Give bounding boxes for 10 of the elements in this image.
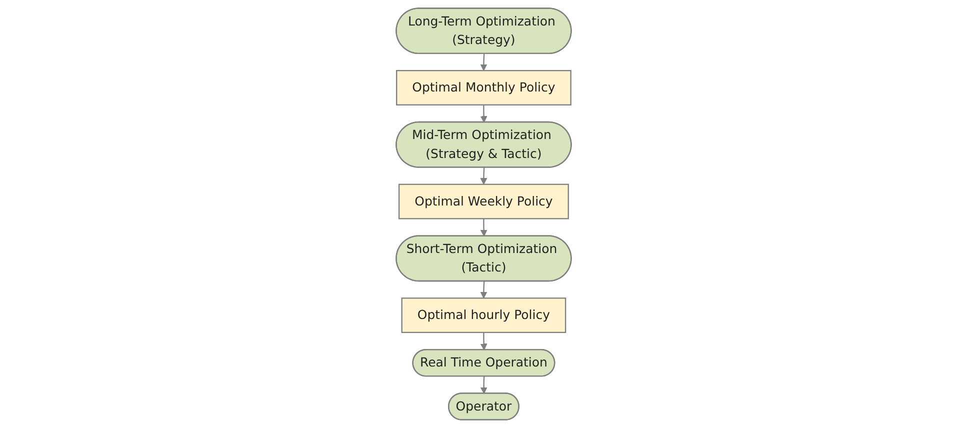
arrow bbox=[480, 104, 488, 123]
arrow bbox=[480, 376, 488, 394]
arrow bbox=[480, 332, 488, 350]
node-box: Optimal hourly Policy bbox=[402, 298, 566, 334]
node-box: Optimal Weekly Policy bbox=[398, 184, 570, 220]
arrow bbox=[480, 168, 488, 185]
node-box: Optimal Monthly Policy bbox=[396, 70, 572, 106]
arrow bbox=[480, 54, 488, 71]
arrow bbox=[480, 218, 488, 237]
arrow bbox=[480, 281, 488, 298]
